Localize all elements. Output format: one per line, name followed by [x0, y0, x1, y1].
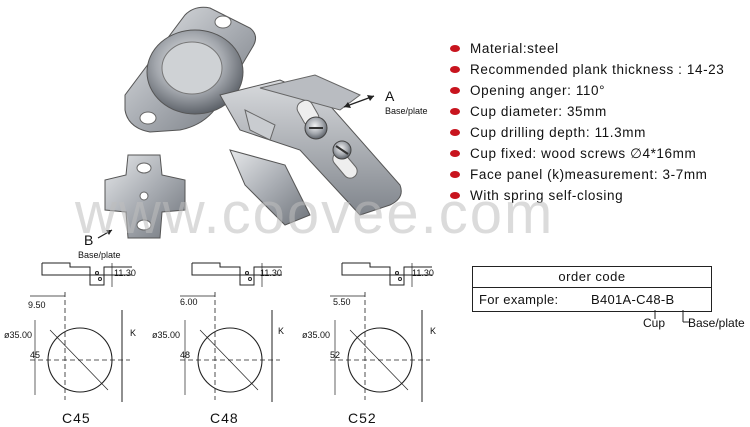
offset-label: 9.50 — [28, 300, 46, 310]
cup-side-view — [41, 262, 132, 287]
order-code-row: For example: B401A-C48-B — [473, 288, 711, 311]
spacing-label: 45 — [30, 350, 41, 360]
k-label: K — [130, 328, 137, 338]
spec-item: Opening anger: 110° — [450, 80, 750, 101]
order-code-title: order code — [473, 267, 711, 288]
spec-text: Recommended plank thickness : 14-23 — [470, 62, 725, 77]
a-label: A — [385, 88, 395, 104]
cup-pointer-label: Cup — [643, 316, 666, 330]
cup-type-label: C52 — [348, 410, 377, 426]
drawing-c45: 11.30 9.50 ø35.00 45 K C45 — [0, 250, 150, 427]
b-label: B — [84, 232, 94, 248]
b-arrow — [97, 229, 113, 239]
spec-text: Cup fixed: wood screws ∅4*16mm — [470, 145, 697, 161]
spec-text: With spring self-closing — [470, 188, 624, 203]
spec-text: Opening anger: 110° — [470, 83, 606, 98]
order-code-pointers — [654, 310, 690, 323]
a-sublabel: Base/plate — [385, 106, 428, 116]
spec-item: Material:steel — [450, 38, 750, 59]
spec-item: Cup fixed: wood screws ∅4*16mm — [450, 143, 750, 164]
k-label: K — [278, 326, 285, 336]
example-code: B401A-C48-B — [591, 292, 675, 307]
depth-label: 11.30 — [412, 268, 434, 278]
diameter-label: ø35.00 — [152, 330, 181, 340]
cup-side-view — [341, 262, 432, 287]
cup-top-view — [330, 292, 430, 402]
offset-label: 6.00 — [180, 297, 198, 307]
bullet-icon — [450, 66, 460, 73]
diameter-label: ø35.00 — [4, 330, 33, 340]
spec-list: Material:steel Recommended plank thickne… — [450, 38, 750, 206]
k-label: K — [430, 326, 437, 336]
cup-top-view — [180, 292, 280, 402]
spec-item: Cup drilling depth: 11.3mm — [450, 122, 750, 143]
bullet-icon — [450, 87, 460, 94]
spec-text: Cup diameter: 35mm — [470, 104, 607, 119]
cup-type-label: C48 — [210, 410, 239, 426]
bullet-icon — [450, 45, 460, 52]
spacing-label: 48 — [180, 350, 191, 360]
diameter-label: ø35.00 — [302, 330, 331, 340]
cup-top-view — [30, 292, 130, 402]
bullet-icon — [450, 129, 460, 136]
example-label: For example: — [479, 292, 559, 307]
b-sublabel: Base/plate — [78, 250, 121, 260]
spacing-label: 52 — [330, 350, 341, 360]
hinge-illustration — [124, 6, 402, 226]
spec-text: Material:steel — [470, 41, 559, 56]
drawing-c52: 11.30 5.50 ø35.00 52 K C52 — [300, 250, 450, 427]
spec-text: Face panel (k)measurement: 3-7mm — [470, 167, 708, 182]
a-arrow — [343, 95, 375, 108]
base-pointer-label: Base/plate — [688, 316, 745, 330]
bullet-icon — [450, 171, 460, 178]
spec-item: Face panel (k)measurement: 3-7mm — [450, 164, 750, 185]
base-plate-illustration — [104, 154, 186, 239]
depth-label: 11.30 — [114, 268, 136, 278]
drawing-c48: 11.30 6.00 ø35.00 48 K C48 — [150, 250, 300, 427]
offset-label: 5.50 — [333, 297, 351, 307]
spec-text: Cup drilling depth: 11.3mm — [470, 125, 646, 140]
spec-item: With spring self-closing — [450, 185, 750, 206]
spec-item: Cup diameter: 35mm — [450, 101, 750, 122]
bullet-icon — [450, 108, 460, 115]
order-code-table: order code For example: B401A-C48-B — [472, 266, 712, 312]
cup-type-label: C45 — [62, 410, 91, 426]
cup-side-view — [191, 262, 282, 287]
spec-item: Recommended plank thickness : 14-23 — [450, 59, 750, 80]
bullet-icon — [450, 192, 460, 199]
depth-label: 11.30 — [260, 268, 282, 278]
bullet-icon — [450, 150, 460, 157]
